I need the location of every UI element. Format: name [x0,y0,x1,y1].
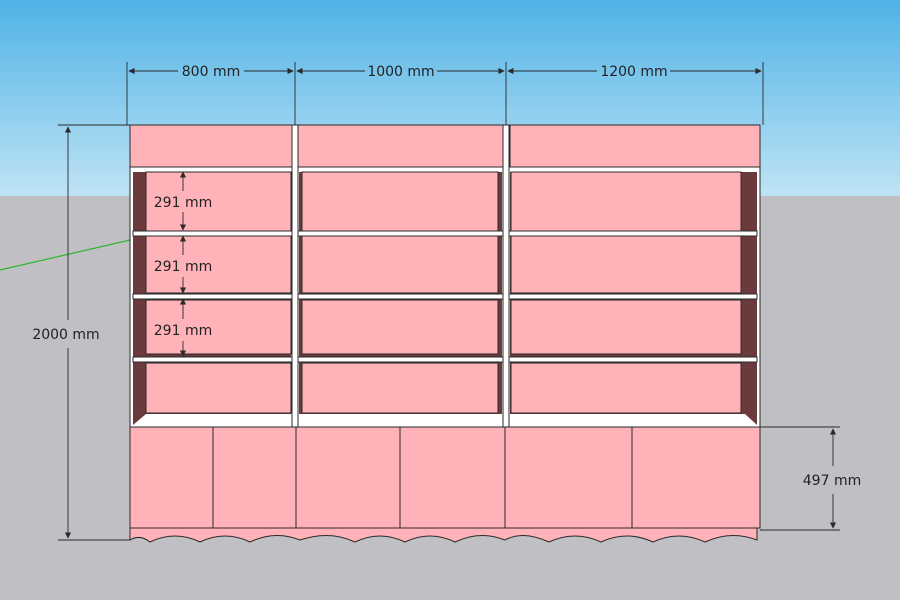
green-axis-line [0,239,131,271]
dim-width-left: 800 mm [182,64,240,80]
dim-shelf-spacing-3: 291 mm [154,323,212,339]
bay-middle-back-2 [301,235,499,294]
dim-width-right: 1200 mm [600,64,667,80]
shelf-2 [132,293,758,300]
top-box-left[interactable] [129,124,293,168]
dimension-labels: 800 mm 1000 mm 1200 mm 2000 mm 291 mm 29… [32,64,861,489]
divider-1 [291,124,299,428]
dim-total-height: 2000 mm [32,327,99,343]
shelf-1 [132,230,758,237]
dim-shelf-spacing-2: 291 mm [154,259,212,275]
bay-right-back-2 [510,235,742,294]
shelf-3 [132,356,758,363]
bay-right-back-4 [510,362,742,414]
shelves [132,230,758,425]
bay-right-back-3 [510,299,742,355]
top-box-right[interactable] [509,124,761,168]
scalloped-plinth [129,527,758,543]
divider-2 [502,124,510,428]
dim-width-middle: 1000 mm [367,64,434,80]
bay-left-back-3 [145,299,292,355]
bay-middle-back-1 [301,171,499,233]
bottom-shelf [133,414,757,425]
dim-base-height: 497 mm [803,473,861,489]
bay-middle-back-3 [301,299,499,355]
bay-right-back-1 [510,171,742,233]
shelving-cabinet[interactable] [129,124,761,543]
bay-left-back-1 [145,171,292,233]
bay-left-back-2 [145,235,292,294]
bay-left-back-4 [145,362,292,414]
dimensions [58,62,840,541]
dim-shelf-spacing-1: 291 mm [154,195,212,211]
base-cabinet[interactable] [129,426,761,529]
top-box-middle[interactable] [297,124,504,168]
base-panel [129,426,761,529]
bay-middle-back-4 [301,362,499,414]
